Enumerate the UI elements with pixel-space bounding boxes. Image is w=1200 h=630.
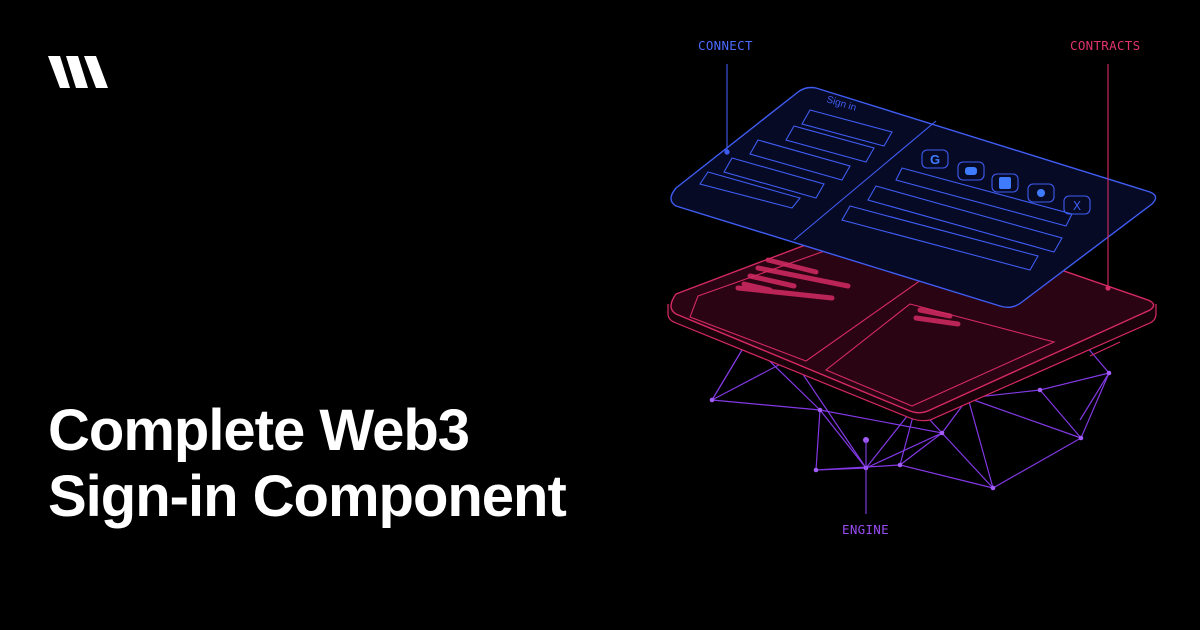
contracts-label: CONTRACTS bbox=[1070, 38, 1140, 53]
svg-text:G: G bbox=[930, 152, 940, 167]
connect-annotation: CONNECT bbox=[698, 38, 753, 155]
contracts-annotation: CONTRACTS bbox=[1070, 38, 1140, 291]
connect-layer: G X bbox=[670, 86, 1157, 309]
discord-icon bbox=[957, 161, 985, 181]
svg-text:X: X bbox=[1073, 199, 1081, 213]
social-icons-row: G X bbox=[921, 149, 1091, 215]
headline: Complete Web3 Sign-in Component bbox=[48, 398, 567, 530]
apple-icon bbox=[991, 173, 1019, 193]
layered-stack-illustration: G X bbox=[667, 38, 1157, 537]
telegram-icon bbox=[1027, 183, 1055, 203]
x-icon: X bbox=[1063, 195, 1091, 215]
google-icon: G bbox=[921, 149, 949, 169]
headline-line-1: Complete Web3 bbox=[48, 398, 470, 463]
connect-label: CONNECT bbox=[698, 38, 753, 53]
engine-label: ENGINE bbox=[842, 522, 889, 537]
headline-line-2: Sign-in Component bbox=[48, 464, 567, 529]
thirdweb-logo-icon bbox=[48, 56, 108, 88]
engine-annotation: ENGINE bbox=[842, 440, 889, 537]
